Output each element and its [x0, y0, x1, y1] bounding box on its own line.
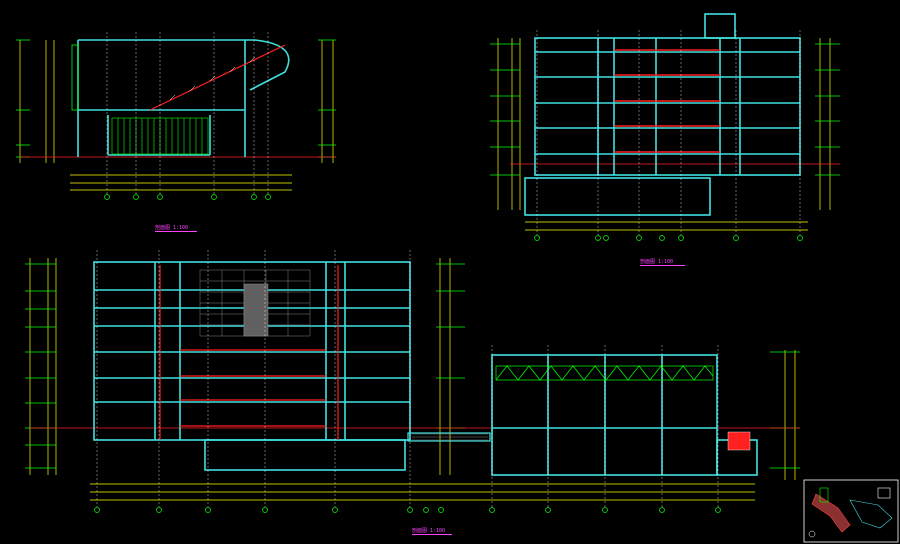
- section-b-title-underline: [640, 265, 685, 266]
- section-c-title-underline: [412, 534, 452, 535]
- section-a-title: 剖面图 1:100: [155, 225, 189, 231]
- section-c-hall-trusses: [495, 365, 714, 381]
- section-a-dimension-lines: [19, 40, 334, 191]
- section-a-stair-steps: [169, 56, 256, 101]
- section-b-grid-lines: [536, 30, 801, 235]
- section-c-tower-walls: [93, 261, 411, 471]
- section-c-grid-lines: [96, 250, 719, 507]
- section-a-walls: [77, 39, 290, 157]
- section-c-dimension-lines: [29, 258, 796, 501]
- section-a-title-underline: [155, 231, 197, 232]
- section-c-red-stair: [727, 431, 751, 451]
- section-a: [16, 32, 336, 200]
- key-plan: [803, 479, 899, 543]
- section-a-left-railing: [71, 44, 79, 111]
- section-b-red-slabs: [614, 49, 720, 153]
- section-b-title: 剖面图 1:100: [640, 259, 674, 265]
- section-a-grid-lines: [106, 32, 269, 194]
- section-a-level-marks: [16, 39, 336, 158]
- section-b-level-marks: [490, 43, 840, 176]
- section-a-stair-diagonal: [149, 44, 286, 111]
- section-c-hall-walls: [491, 354, 758, 476]
- section-b-dimension-lines: [497, 38, 831, 231]
- section-c: [25, 250, 800, 513]
- section-c-link-bridge: [407, 432, 491, 442]
- section-c-link-hatch: [412, 433, 488, 441]
- section-c-title: 剖面图 1:100: [412, 528, 446, 534]
- section-b-walls: [524, 13, 801, 216]
- section-c-red-slabs: [159, 265, 339, 440]
- section-b-axis-bubbles: [534, 235, 803, 241]
- section-c-grey-panel: [243, 283, 269, 337]
- section-b: [490, 13, 840, 241]
- section-a-axis-bubbles: [104, 194, 271, 200]
- section-c-axis-bubbles: [94, 507, 721, 513]
